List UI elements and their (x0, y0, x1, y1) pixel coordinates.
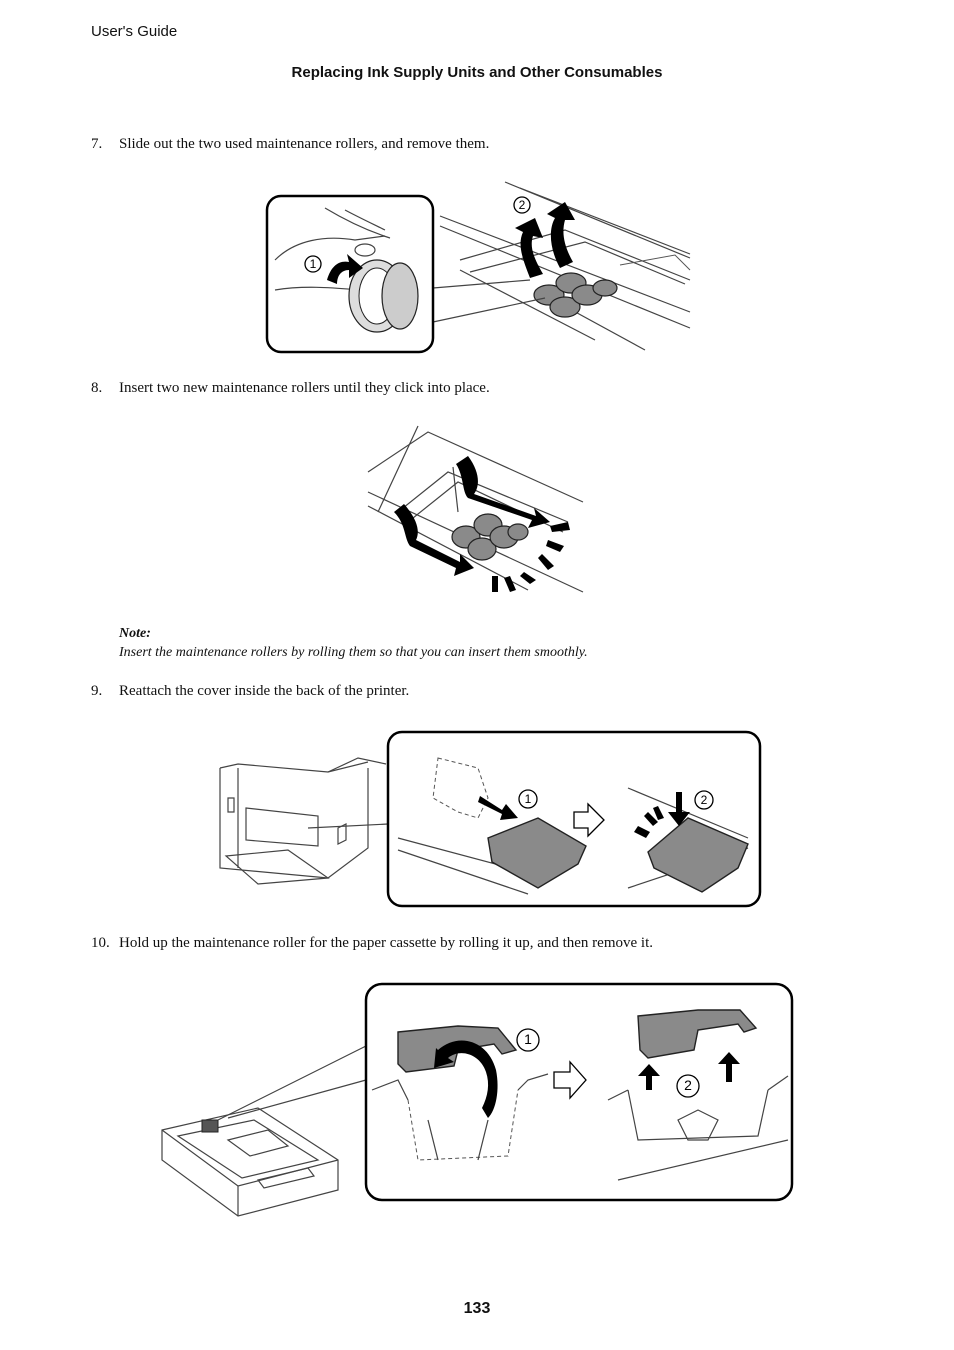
svg-text:2: 2 (684, 1077, 692, 1093)
callout-2: 2 (694, 790, 714, 810)
paper-cassette (161, 1107, 339, 1217)
callout-1: 1 (518, 789, 538, 809)
step-10: 10. Hold up the maintenance roller for th… (91, 935, 653, 952)
illustration-remove-rollers: 2 1 (265, 181, 691, 354)
running-head: User's Guide (91, 23, 178, 40)
click-marks (492, 522, 570, 592)
callout-2: 2 (676, 1074, 700, 1098)
new-rollers (451, 513, 529, 561)
step-number: 7. (91, 136, 103, 152)
step-text: Reattach the cover inside the back of th… (119, 683, 410, 699)
svg-text:1: 1 (525, 792, 532, 806)
next-arrow (553, 1060, 587, 1100)
section-title: Replacing Ink Supply Units and Other Con… (291, 64, 663, 81)
svg-text:1: 1 (524, 1031, 532, 1047)
step-text: Insert two new maintenance rollers until… (119, 380, 490, 396)
illustration-cassette-roller: 1 2 (161, 982, 794, 1217)
svg-text:2: 2 (519, 198, 526, 212)
step-number: 9. (91, 683, 103, 699)
step-number: 10. (91, 935, 110, 951)
illustration-insert-rollers (367, 425, 584, 593)
hand-detail (274, 207, 419, 333)
roller-panel-2 (607, 1009, 789, 1181)
lift-arrow-1 (515, 218, 543, 278)
step-text: Hold up the maintenance roller for the p… (119, 935, 653, 951)
step-9: 9. Reattach the cover inside the back of … (91, 683, 409, 700)
step-text: Slide out the two used maintenance rolle… (119, 136, 490, 152)
page-number: 133 (463, 1300, 491, 1317)
step-7: 7. Slide out the two used maintenance rol… (91, 136, 489, 153)
step-8: 8. Insert two new maintenance rollers unt… (91, 380, 490, 397)
cover-panel-2 (627, 787, 749, 893)
used-rollers (533, 272, 618, 318)
callout-1: 1 (516, 1028, 540, 1052)
roller-panel-1 (371, 1025, 549, 1161)
cover-panel-1 (397, 757, 587, 895)
lift-arrow-2 (547, 202, 575, 268)
printer-back (219, 757, 389, 885)
callout-2: 2 (513, 196, 531, 214)
illustration-reattach-cover: 1 2 (219, 730, 762, 908)
insert-arrow-2 (394, 504, 474, 576)
next-arrow (573, 802, 605, 838)
note-text: Insert the maintenance rollers by rollin… (119, 645, 588, 660)
step-number: 8. (91, 380, 103, 396)
note-title: Note: (119, 626, 151, 641)
svg-text:1: 1 (310, 257, 317, 271)
svg-text:2: 2 (701, 793, 708, 807)
callout-1: 1 (304, 255, 322, 273)
printer-interior (439, 181, 691, 351)
insert-arrow-1 (456, 456, 550, 528)
